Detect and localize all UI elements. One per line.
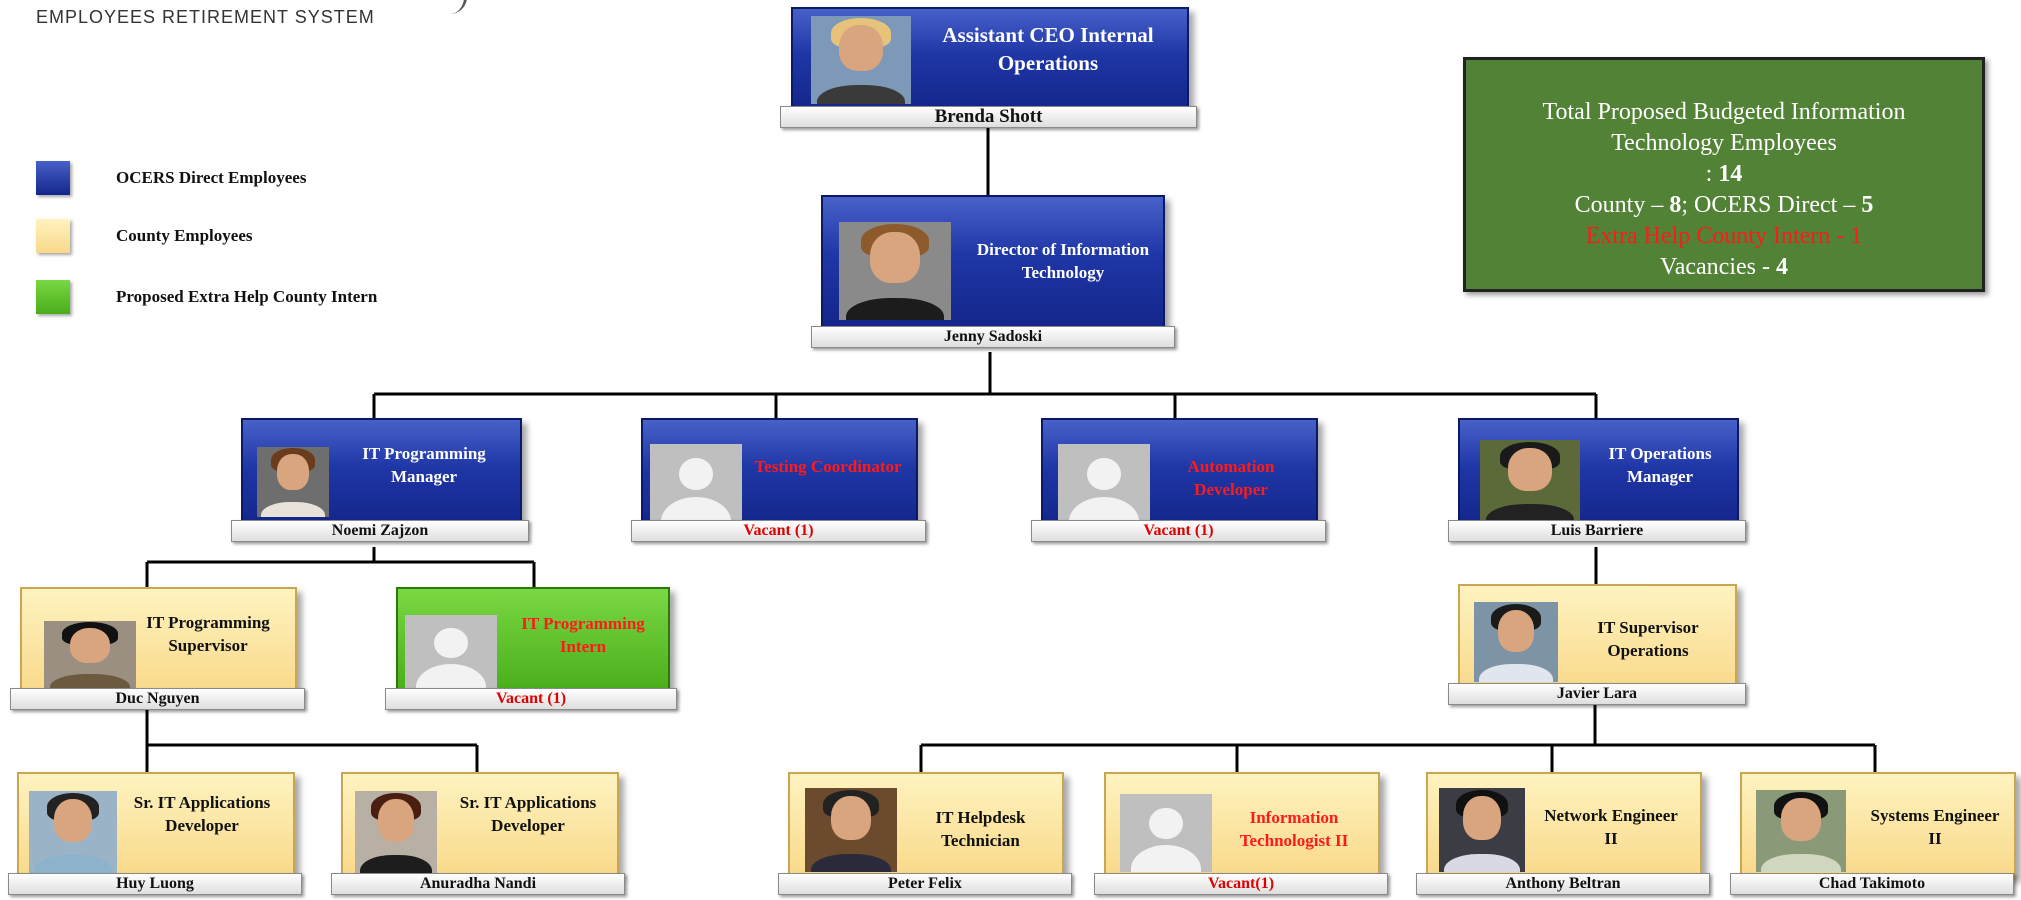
name-plate: Jenny Sadoski	[811, 326, 1175, 348]
position-card-systems-engineer-ii[interactable]: Systems Engineer II	[1740, 772, 2016, 878]
org-name: EMPLOYEES RETIREMENT SYSTEM	[36, 7, 375, 27]
name-plate: Brenda Shott	[780, 106, 1197, 128]
summary-vacancies: Vacancies - 4	[1660, 254, 1788, 280]
position-card-network-engineer-ii[interactable]: Network Engineer II	[1426, 772, 1702, 878]
legend-swatch-blue	[36, 161, 70, 195]
legend-swatch-yellow	[36, 219, 70, 253]
employee-photo	[1756, 790, 1846, 872]
name-plate: Chad Takimoto	[1730, 873, 2014, 895]
name-plate: Luis Barriere	[1448, 520, 1746, 542]
position-title: IT Helpdesk Technician	[935, 808, 1026, 850]
employee-photo	[805, 788, 897, 872]
position-title: Automation Developer	[1187, 457, 1275, 499]
employee-photo	[1474, 602, 1558, 682]
position-card-it-operations-manager[interactable]: IT Operations Manager	[1458, 418, 1739, 528]
position-card-it-supervisor-operations[interactable]: IT Supervisor Operations	[1458, 584, 1737, 692]
position-title: IT Programming Supervisor	[146, 613, 270, 655]
employee-photo	[839, 222, 951, 320]
position-title: Sr. IT Applications Developer	[459, 793, 597, 835]
position-card-it-director[interactable]: Director of Information Technology	[821, 195, 1165, 329]
summary-total: : 14	[1705, 161, 1743, 187]
employee-photo	[1439, 788, 1525, 872]
position-card-it-programming-intern[interactable]: IT Programming Intern	[396, 587, 670, 695]
name-plate: Noemi Zajzon	[231, 520, 529, 542]
summary-box: Total Proposed Budgeted Information Tech…	[1463, 57, 1985, 292]
name-plate: Anuradha Nandi	[331, 873, 625, 895]
placeholder-avatar-icon	[650, 444, 742, 524]
name-plate-vacant: Vacant (1)	[385, 688, 677, 710]
name-plate-vacant: Vacant (1)	[631, 520, 926, 542]
position-card-sr-it-applications-developer[interactable]: Sr. IT Applications Developer	[17, 772, 295, 878]
legend-label: County Employees	[116, 226, 253, 245]
legend-swatch-green	[36, 280, 70, 314]
legend-label: Proposed Extra Help County Intern	[116, 287, 378, 306]
name-plate: Javier Lara	[1448, 683, 1746, 705]
position-title: IT Supervisor Operations	[1597, 618, 1699, 660]
position-card-sr-it-applications-developer[interactable]: Sr. IT Applications Developer	[341, 772, 619, 878]
position-title: IT Programming Intern	[521, 614, 645, 656]
position-card-it-programming-manager[interactable]: IT Programming Manager	[241, 418, 522, 528]
name-plate-vacant: Vacant(1)	[1094, 873, 1388, 895]
position-card-information-technologist-ii[interactable]: Information Technologist II	[1104, 772, 1380, 878]
name-plate: Huy Luong	[8, 873, 302, 895]
position-title: Assistant CEO Internal Operations	[942, 23, 1154, 76]
position-card-automation-developer[interactable]: Automation Developer	[1041, 418, 1318, 528]
position-title: IT Programming Manager	[362, 444, 486, 486]
position-title: Sr. IT Applications Developer	[133, 793, 271, 835]
position-card-testing-coordinator[interactable]: Testing Coordinator	[641, 418, 918, 528]
placeholder-avatar-icon	[1058, 444, 1150, 524]
employee-photo	[355, 791, 437, 873]
position-card-assistant-ceo[interactable]: Assistant CEO Internal Operations	[791, 7, 1189, 111]
employee-photo	[44, 621, 136, 689]
employee-photo	[29, 791, 117, 873]
summary-intern: Extra Help County Intern - 1	[1585, 223, 1863, 249]
legend-ocers-direct: OCERS Direct Employees	[36, 161, 306, 195]
position-title: Network Engineer II	[1544, 806, 1678, 848]
legend-intern: Proposed Extra Help County Intern	[36, 280, 377, 314]
legend-county: County Employees	[36, 219, 252, 253]
employee-photo	[811, 16, 911, 104]
position-title: Director of Information Technology	[976, 240, 1150, 282]
position-title: Testing Coordinator	[754, 457, 902, 476]
position-title: Systems Engineer II	[1870, 806, 2000, 848]
employee-photo	[257, 447, 329, 517]
name-plate: Anthony Beltran	[1416, 873, 1710, 895]
summary-title: Total Proposed Budgeted Information Tech…	[1542, 99, 1906, 156]
position-title: IT Operations Manager	[1608, 444, 1712, 486]
position-title: Information Technologist II	[1239, 808, 1349, 850]
summary-breakdown: County – 8; OCERS Direct – 5	[1574, 192, 1874, 218]
position-card-it-helpdesk-technician[interactable]: IT Helpdesk Technician	[788, 772, 1064, 878]
legend-label: OCERS Direct Employees	[116, 168, 307, 187]
placeholder-avatar-icon	[1120, 794, 1212, 872]
name-plate: Duc Nguyen	[10, 688, 305, 710]
position-card-it-programming-supervisor[interactable]: IT Programming Supervisor	[20, 587, 297, 695]
name-plate: Peter Felix	[778, 873, 1072, 895]
placeholder-avatar-icon	[405, 615, 497, 689]
name-plate-vacant: Vacant (1)	[1031, 520, 1326, 542]
employee-photo	[1480, 440, 1580, 522]
